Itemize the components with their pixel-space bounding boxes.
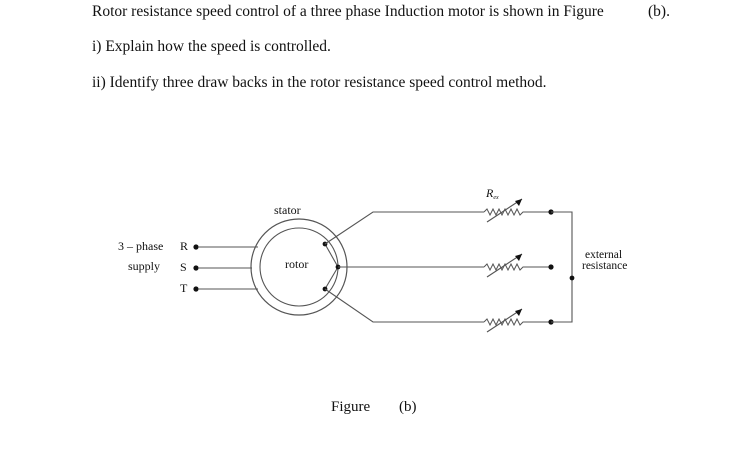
external-label-line2: resistance (582, 260, 627, 272)
star-point-dot (569, 275, 575, 281)
terminal-label-r: R (180, 239, 188, 253)
terminal-t-dot (193, 286, 199, 292)
figure-caption: Figure (331, 399, 371, 415)
terminal-r-dot (193, 244, 199, 250)
rotor-lead-3 (324, 288, 484, 323)
question-intro: Rotor resistance speed control of a thre… (92, 3, 604, 20)
rotor-lead-1 (324, 211, 484, 245)
figure-caption-letter: (b) (399, 399, 417, 415)
question-part-ii: ii) Identify three draw backs in the rot… (92, 74, 547, 91)
rotor-winding-a (324, 243, 339, 268)
rext-label: Rex (485, 186, 499, 201)
terminal-label-t: T (180, 281, 188, 295)
star-bus (551, 211, 573, 323)
rotor-label: rotor (285, 257, 308, 271)
variable-resistor-1 (483, 198, 551, 223)
external-label-line1: external (585, 249, 622, 261)
terminal-label-s: S (180, 260, 187, 274)
terminal-s-dot (193, 265, 199, 271)
variable-resistor-3 (483, 308, 551, 333)
supply-label-supply: supply (128, 259, 160, 273)
resistor-end-dot-2 (548, 264, 554, 270)
supply-label-phase: 3 – phase (118, 239, 163, 253)
rotor-winding-b (324, 266, 339, 290)
question-part-i: i) Explain how the speed is controlled. (92, 38, 331, 55)
variable-resistor-2 (483, 253, 551, 278)
stator-label: stator (274, 203, 301, 217)
figure-reference: (b). (648, 3, 670, 20)
